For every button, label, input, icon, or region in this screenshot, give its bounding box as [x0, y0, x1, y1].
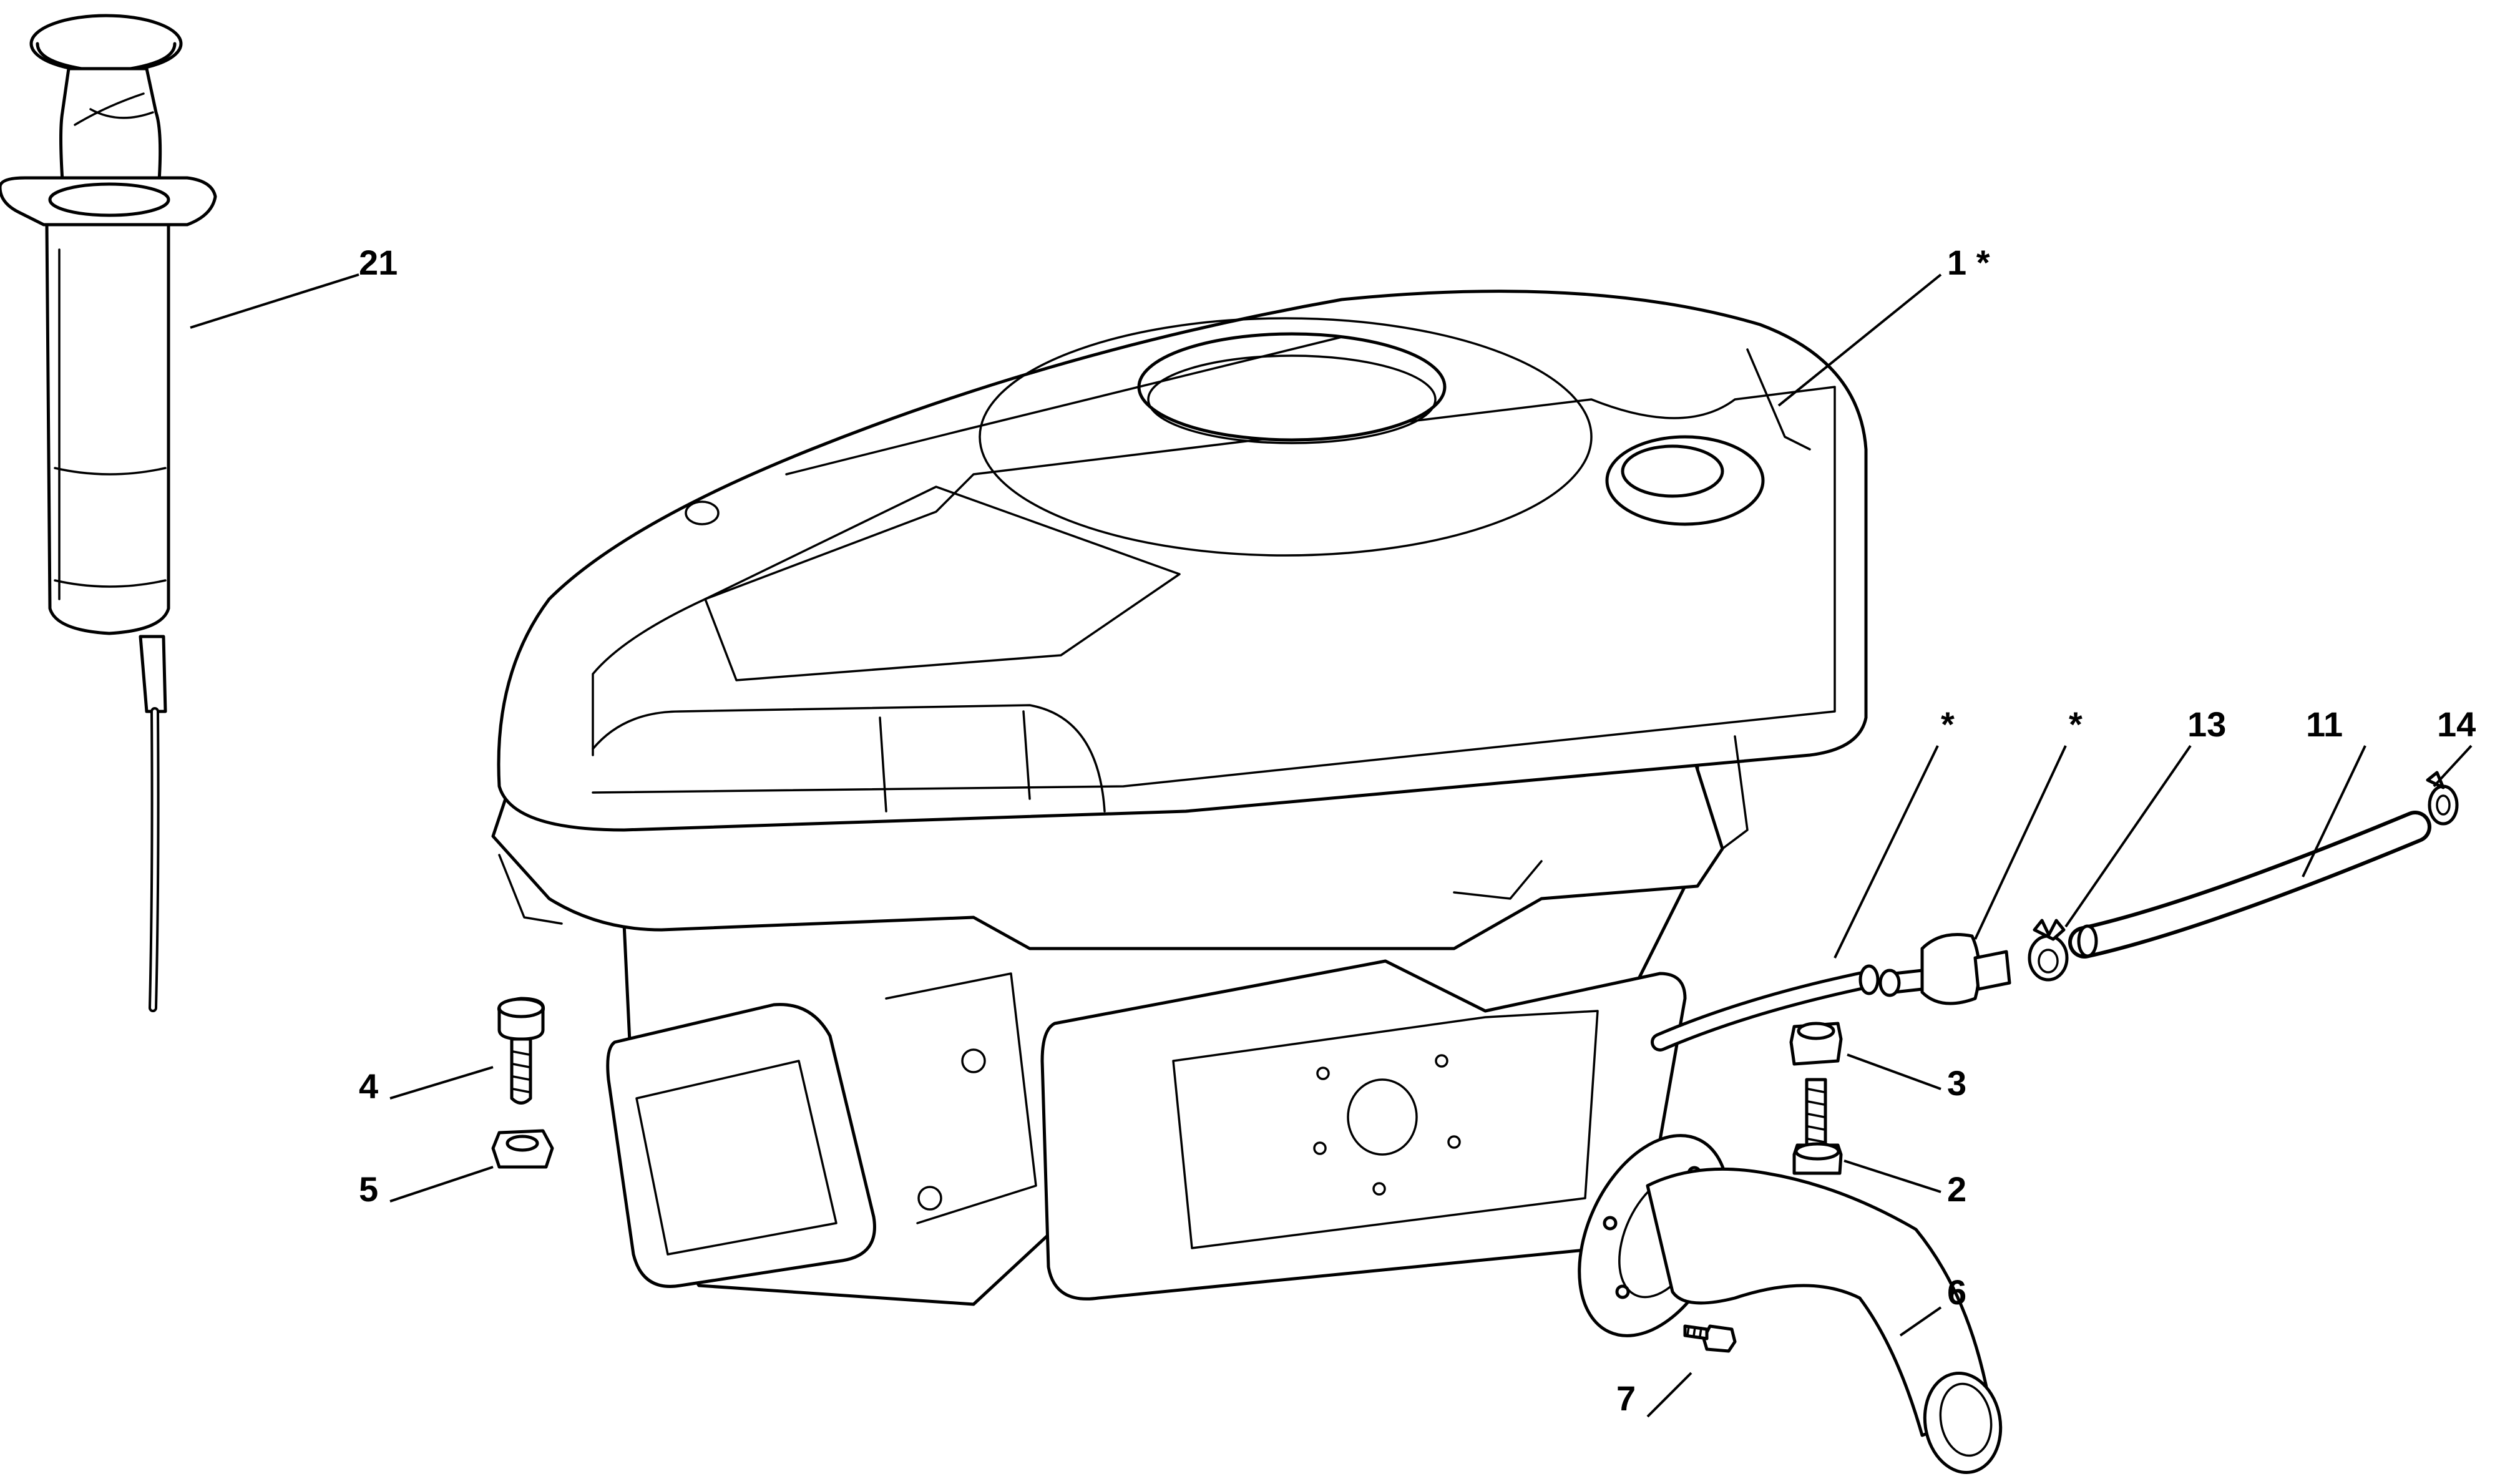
callout-labels: 21 1 * * * 13 11 14 4 5 3 2 6 7 — [359, 243, 2476, 1418]
callout-5: 5 — [359, 1169, 378, 1209]
callout-14: 14 — [2437, 705, 2476, 744]
nut-3 — [1789, 1022, 1843, 1066]
callout-star-b: * — [2069, 705, 2083, 744]
muffler-plate — [1040, 959, 1687, 1301]
callout-3: 3 — [1947, 1063, 1966, 1103]
left-valve-cover — [606, 972, 1037, 1288]
callout-7: 7 — [1616, 1379, 1636, 1418]
bolt-2 — [1792, 1078, 1843, 1175]
nut-5 — [491, 1129, 554, 1169]
callout-2: 2 — [1947, 1169, 1966, 1209]
callout-11: 11 — [2306, 705, 2343, 744]
callout-1: 1 * — [1947, 243, 1990, 282]
oil-syringe — [0, 14, 217, 1012]
bolt-4 — [497, 997, 545, 1105]
breather-hose-assembly — [1651, 771, 2459, 1052]
callout-13: 13 — [2187, 705, 2226, 744]
screw-7 — [1683, 1324, 1737, 1353]
callout-6: 6 — [1947, 1272, 1966, 1312]
leader-lines — [190, 273, 2473, 1418]
callout-21: 21 — [359, 243, 398, 282]
callout-4: 4 — [359, 1067, 378, 1106]
callout-star-a: * — [1941, 705, 1955, 744]
exhaust-pipe-6 — [1578, 1134, 2003, 1474]
fuel-cap — [1605, 435, 1765, 526]
engine-assembly — [491, 290, 1868, 1306]
